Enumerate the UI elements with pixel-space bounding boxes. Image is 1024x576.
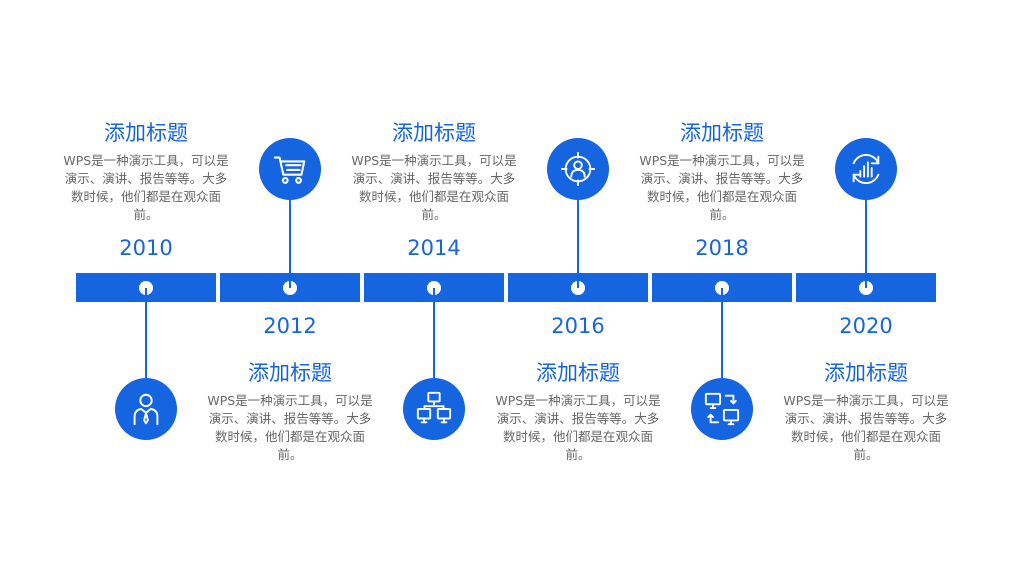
shopping-cart-icon bbox=[259, 138, 321, 200]
connector-line bbox=[289, 198, 291, 288]
milestone-year: 2016 bbox=[551, 314, 605, 338]
connector-line bbox=[721, 288, 723, 378]
person-tie-icon bbox=[115, 378, 177, 440]
milestone-title: 添加标题 bbox=[104, 121, 188, 145]
milestone-year: 2012 bbox=[263, 314, 317, 338]
chart-refresh-icon bbox=[835, 138, 897, 200]
milestone-description: WPS是一种演示工具，可以是演示、演讲、报告等等。大多数时候，他们都是在观众面前… bbox=[639, 153, 805, 222]
milestone-title: 添加标题 bbox=[824, 361, 908, 385]
milestone-title: 添加标题 bbox=[392, 121, 476, 145]
milestone-title: 添加标题 bbox=[536, 361, 620, 385]
milestone-description: WPS是一种演示工具，可以是演示、演讲、报告等等。大多数时候，他们都是在观众面前… bbox=[495, 393, 661, 462]
timeline-dot bbox=[859, 281, 873, 295]
milestone-description: WPS是一种演示工具，可以是演示、演讲、报告等等。大多数时候，他们都是在观众面前… bbox=[63, 153, 229, 222]
milestone-year: 2014 bbox=[407, 236, 461, 260]
connector-line bbox=[577, 198, 579, 288]
milestone-title: 添加标题 bbox=[680, 121, 764, 145]
milestone-description: WPS是一种演示工具，可以是演示、演讲、报告等等。大多数时候，他们都是在观众面前… bbox=[783, 393, 949, 462]
connector-line bbox=[865, 198, 867, 288]
milestone-year: 2010 bbox=[119, 236, 173, 260]
milestone-description: WPS是一种演示工具，可以是演示、演讲、报告等等。大多数时候，他们都是在观众面前… bbox=[351, 153, 517, 222]
milestone-year: 2020 bbox=[839, 314, 893, 338]
computer-sync-icon bbox=[691, 378, 753, 440]
network-computers-icon bbox=[403, 378, 465, 440]
connector-line bbox=[433, 288, 435, 378]
milestone-year: 2018 bbox=[695, 236, 749, 260]
user-target-icon bbox=[547, 138, 609, 200]
connector-line bbox=[145, 288, 147, 378]
timeline-dot bbox=[283, 281, 297, 295]
milestone-description: WPS是一种演示工具，可以是演示、演讲、报告等等。大多数时候，他们都是在观众面前… bbox=[207, 393, 373, 462]
timeline-dot bbox=[571, 281, 585, 295]
milestone-title: 添加标题 bbox=[248, 361, 332, 385]
